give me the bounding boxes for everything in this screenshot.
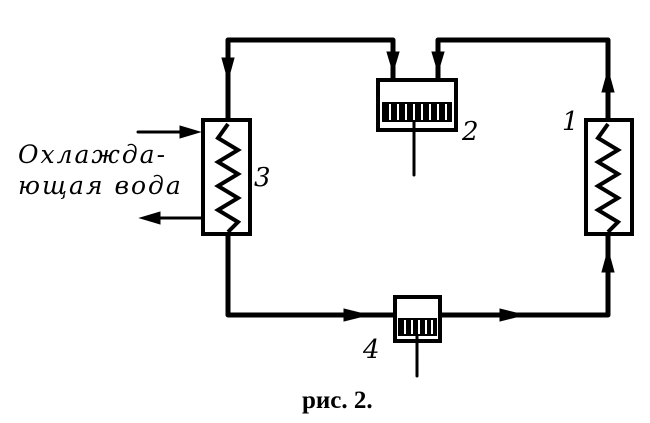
pipe-compressor-to-condenser [225, 37, 396, 123]
cooling-water-label-line2: ющая вода [18, 171, 183, 200]
label-condenser: 3 [254, 163, 271, 193]
evaporator-coil [594, 122, 622, 234]
arrow-up-evaporator-top-icon [601, 68, 615, 93]
label-expansion-valve: 4 [362, 335, 380, 365]
valve-piston [398, 318, 437, 336]
condenser [201, 118, 252, 236]
arrow-down-left-icon [221, 57, 235, 82]
arrow-down-compressor-outlet-icon [431, 51, 445, 74]
arrow-right-bottom-right-icon [499, 308, 525, 322]
compressor [376, 78, 458, 177]
arrow-right-bottom-left-icon [343, 308, 369, 322]
arrow-down-compressor-icon [386, 51, 400, 74]
figure-caption: рис. 2. [302, 387, 373, 414]
expansion-valve [393, 295, 442, 378]
arrow-up-evaporator-bottom-icon [601, 248, 615, 273]
pipe-valve-to-evaporator [437, 231, 611, 318]
pipe-condenser-to-valve [225, 230, 398, 318]
compressor-piston [382, 102, 452, 122]
evaporator [584, 118, 634, 236]
label-evaporator: 1 [562, 107, 579, 137]
label-compressor: 2 [461, 117, 479, 147]
pipe-evaporator-to-compressor [435, 37, 611, 123]
condenser-coil [214, 122, 242, 234]
water-in-arrow-icon [179, 125, 202, 139]
flow-arrows [221, 51, 615, 322]
cooling-water-flow [136, 125, 205, 225]
water-out-arrow-icon [138, 211, 161, 225]
cooling-water-label-line1: Охлажда- [18, 140, 167, 169]
